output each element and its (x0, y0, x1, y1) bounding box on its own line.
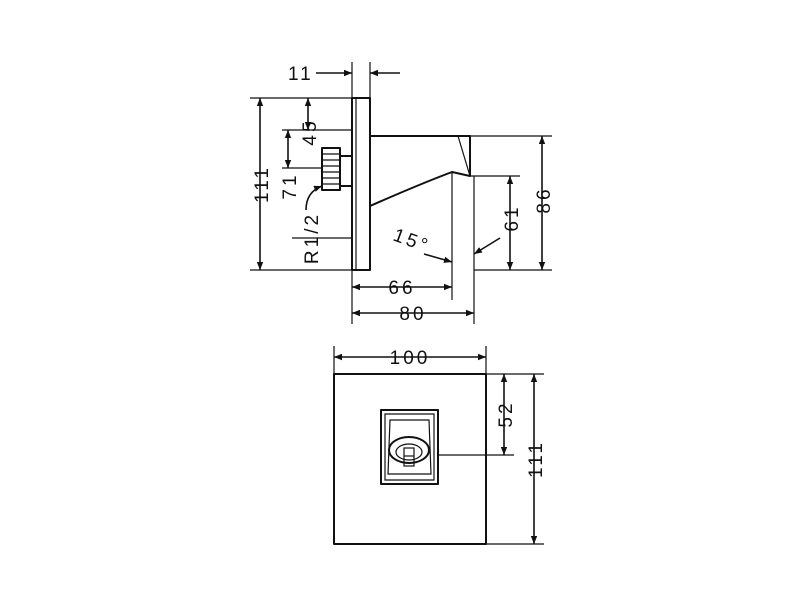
dim-front-width: 100 (390, 348, 431, 369)
connector-ring (388, 436, 430, 464)
dim-top-offset: 45 (300, 118, 321, 145)
dim-outlet-height: 61 (502, 204, 523, 231)
threaded-connector (321, 147, 353, 191)
dim-total-height: 111 (252, 165, 273, 203)
dim-front-height: 111 (526, 440, 547, 478)
dim-plate-thickness: 11 (288, 64, 314, 85)
spout-body (369, 135, 471, 207)
front-view: 100 52 111 (333, 346, 547, 545)
wall-plate (351, 97, 371, 271)
side-view: 11 111 45 71 R1/2 15° 66 80 61 86 (250, 62, 555, 325)
dim-connector-height: 71 (280, 172, 301, 199)
dim-spout-height: 86 (534, 186, 555, 213)
dim-center-offset: 52 (496, 400, 517, 427)
front-plate (333, 373, 487, 545)
dim-thread: R1/2 (302, 212, 323, 264)
dim-total-depth: 80 (399, 304, 426, 325)
spout-outlet (380, 409, 439, 485)
dim-angle: 15° (390, 225, 433, 258)
dim-spout-depth: 66 (388, 278, 415, 299)
